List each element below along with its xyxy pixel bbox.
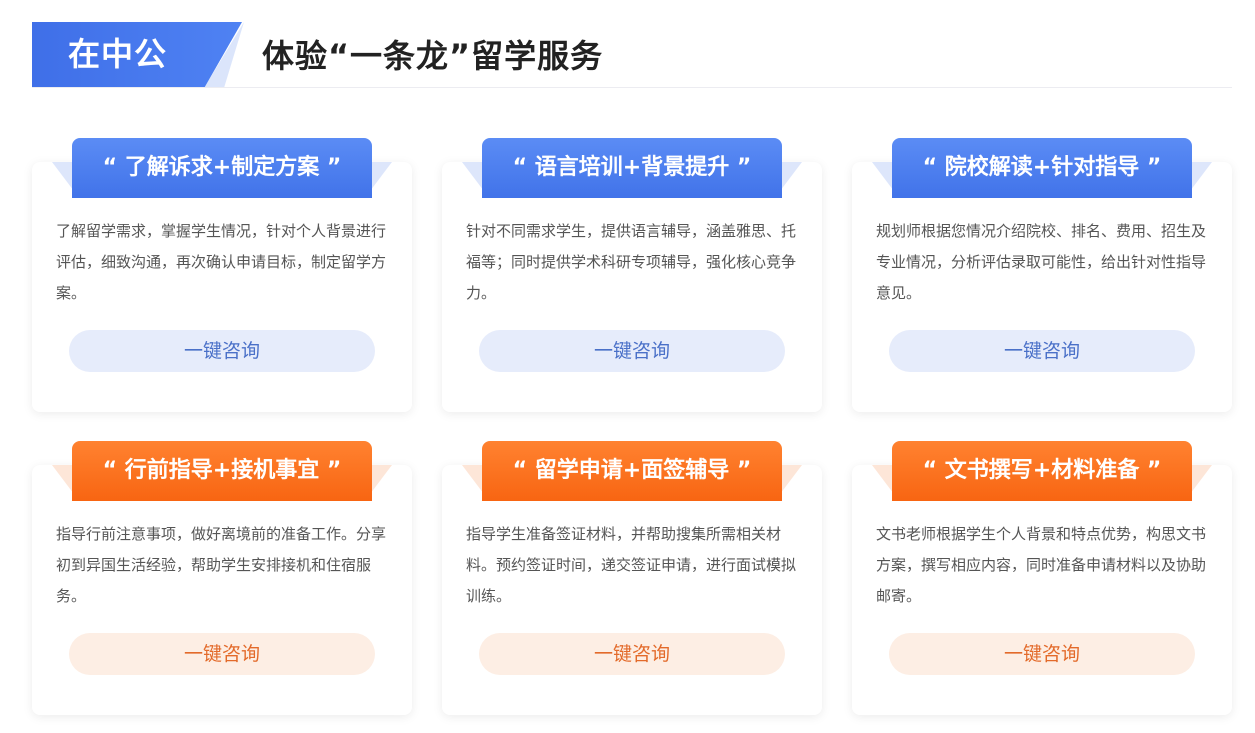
card-tab: “ 语言培训+背景提升 ” (442, 138, 822, 198)
card-title: “ 院校解读+针对指导 ” (892, 138, 1192, 198)
card-description: 规划师根据您情况介绍院校、排名、费用、招生及专业情况，分析评估录取可能性，给出针… (876, 222, 1207, 302)
card-title: “ 留学申请+面签辅导 ” (482, 441, 782, 501)
card-tab: “ 留学申请+面签辅导 ” (442, 441, 822, 501)
consult-button[interactable]: 一键咨询 (69, 633, 375, 675)
service-card-documents-materials: “ 文书撰写+材料准备 ” 文书老师根据学生个人背景和特点优势，构思文书方案，撰… (852, 441, 1232, 715)
consult-button[interactable]: 一键咨询 (889, 330, 1195, 372)
card-title: “ 了解诉求+制定方案 ” (72, 138, 372, 198)
card-description: 指导学生准备签证材料，并帮助搜集所需相关材料。预约签证时间，递交签证申请，进行面… (466, 525, 797, 605)
brand-name: 在中公 (68, 35, 168, 73)
section-header: 在中公 体验“一条龙”留学服务 (32, 22, 1232, 88)
card-description: 文书老师根据学生个人背景和特点优势，构思文书方案，撰写相应内容，同时准备申请材料… (876, 525, 1207, 605)
card-tab: “ 文书撰写+材料准备 ” (852, 441, 1232, 501)
card-title: “ 行前指导+接机事宜 ” (72, 441, 372, 501)
service-card-school-guidance: “ 院校解读+针对指导 ” 规划师根据您情况介绍院校、排名、费用、招生及专业情况… (852, 138, 1232, 412)
card-description: 针对不同需求学生，提供语言辅导，涵盖雅思、托福等；同时提供学术科研专项辅导，强化… (466, 222, 797, 302)
consult-button[interactable]: 一键咨询 (479, 330, 785, 372)
section-title: 体验“一条龙”留学服务 (262, 37, 604, 75)
card-tab: “ 行前指导+接机事宜 ” (32, 441, 412, 501)
brand-badge-background (32, 22, 242, 88)
header-divider (32, 87, 1232, 88)
service-card-application-visa: “ 留学申请+面签辅导 ” 指导学生准备签证材料，并帮助搜集所需相关材料。预约签… (442, 441, 822, 715)
card-title: “ 文书撰写+材料准备 ” (892, 441, 1192, 501)
service-card-needs-plan: “ 了解诉求+制定方案 ” 了解留学需求，掌握学生情况，针对个人背景进行评估，细… (32, 138, 412, 412)
card-description: 了解留学需求，掌握学生情况，针对个人背景进行评估，细致沟通，再次确认申请目标，制… (56, 222, 387, 302)
card-description: 指导行前注意事项，做好离境前的准备工作。分享初到异国生活经验，帮助学生安排接机和… (56, 525, 387, 605)
consult-button[interactable]: 一键咨询 (69, 330, 375, 372)
service-card-language-background: “ 语言培训+背景提升 ” 针对不同需求学生，提供语言辅导，涵盖雅思、托福等；同… (442, 138, 822, 412)
brand-badge: 在中公 (32, 22, 244, 88)
card-tab: “ 院校解读+针对指导 ” (852, 138, 1232, 198)
consult-button[interactable]: 一键咨询 (889, 633, 1195, 675)
card-tab: “ 了解诉求+制定方案 ” (32, 138, 412, 198)
consult-button[interactable]: 一键咨询 (479, 633, 785, 675)
card-title: “ 语言培训+背景提升 ” (482, 138, 782, 198)
service-card-predeparture-pickup: “ 行前指导+接机事宜 ” 指导行前注意事项，做好离境前的准备工作。分享初到异国… (32, 441, 412, 715)
